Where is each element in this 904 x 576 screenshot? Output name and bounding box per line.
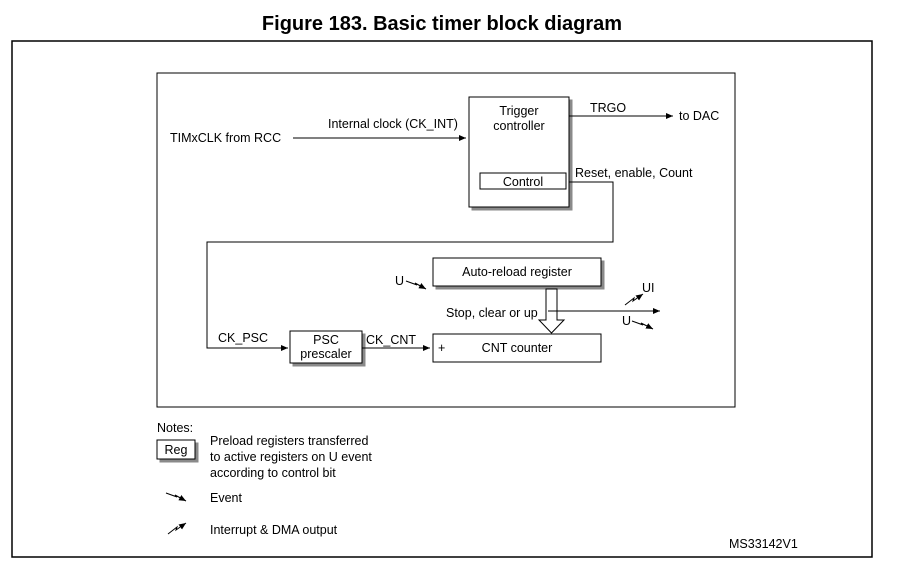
figure-id: MS33142V1 xyxy=(729,537,798,551)
stop-clear-up-label: Stop, clear or up xyxy=(446,306,538,320)
auto-reload-register-box xyxy=(432,257,602,287)
trgo-label: TRGO xyxy=(590,101,626,115)
diagram-border xyxy=(156,72,736,408)
trigger-controller-label-1: Trigger xyxy=(499,104,538,118)
internal-clock-label: Internal clock (CK_INT) xyxy=(328,117,458,131)
event-icon xyxy=(631,320,654,330)
event-icon xyxy=(405,280,427,290)
input-clock-label: TIMxCLK from RCC xyxy=(170,131,281,145)
reg-desc-line-3: according to control bit xyxy=(210,466,336,480)
ck-psc-line xyxy=(206,181,614,351)
interrupt-icon xyxy=(624,293,644,306)
ck-psc-label: CK_PSC xyxy=(218,331,268,345)
to-dac-label: to DAC xyxy=(679,109,719,123)
figure-title: Figure 183. Basic timer block diagram xyxy=(261,13,623,35)
psc-prescaler-box xyxy=(289,330,363,364)
u-event-label: U xyxy=(395,274,404,288)
outer-frame xyxy=(11,40,873,558)
reg-legend-box xyxy=(156,439,196,460)
ui-label: UI xyxy=(642,281,655,295)
cnt-counter-box xyxy=(432,333,602,363)
psc-label-2: prescaler xyxy=(300,347,351,361)
reset-enable-count-label: Reset, enable, Count xyxy=(575,166,693,180)
trigger-controller-label-2: controller xyxy=(493,119,544,133)
auto-reload-label: Auto-reload register xyxy=(462,265,572,279)
interrupt-legend-icon xyxy=(167,522,187,535)
interrupt-legend-label: Interrupt & DMA output xyxy=(210,523,338,537)
cnt-plus-label: + xyxy=(438,341,445,355)
psc-label-1: PSC xyxy=(313,333,339,347)
u-output-label: U xyxy=(622,314,631,328)
reg-desc-line-2: to active registers on U event xyxy=(210,450,372,464)
cnt-counter-label: CNT counter xyxy=(482,341,553,355)
reg-desc-line-1: Preload registers transferred xyxy=(210,434,368,448)
notes-heading: Notes: xyxy=(157,421,193,435)
control-label: Control xyxy=(503,175,543,189)
reg-legend-label: Reg xyxy=(165,443,188,457)
event-legend-icon xyxy=(165,492,187,502)
control-box xyxy=(479,172,567,190)
event-legend-label: Event xyxy=(210,491,242,505)
ck-cnt-label: CK_CNT xyxy=(366,333,416,347)
